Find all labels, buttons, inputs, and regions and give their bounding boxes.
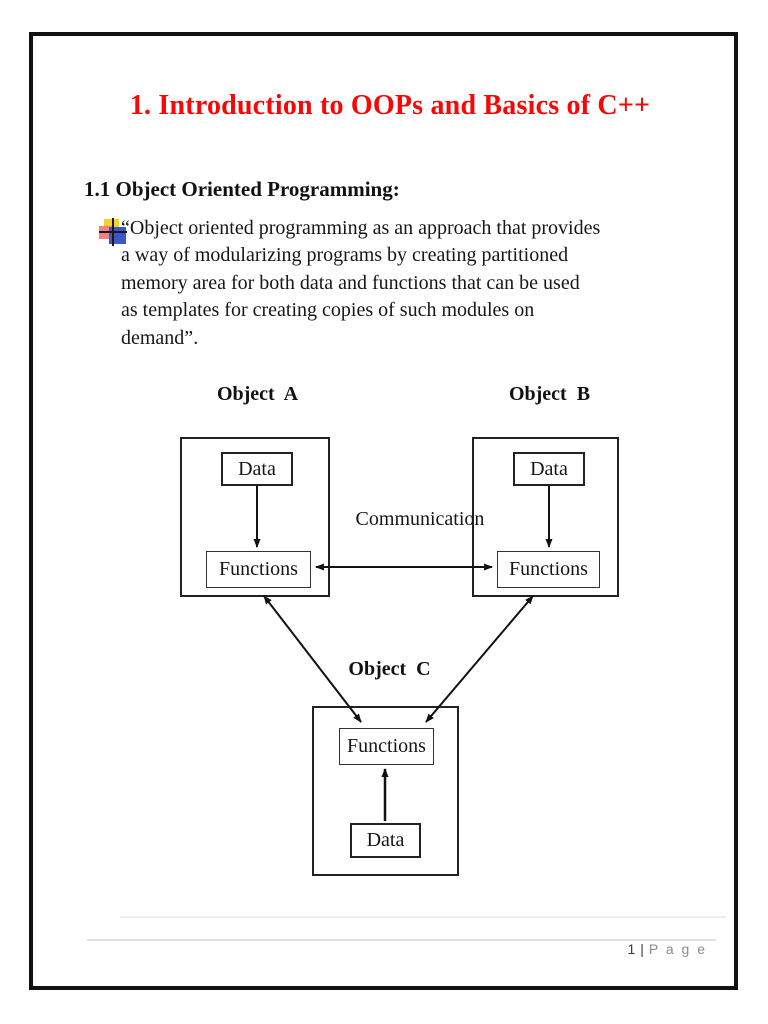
object-c-functions-box: Functions (339, 728, 434, 765)
communication-label: Communication (355, 508, 485, 530)
footer-pipe-separator: | (640, 941, 644, 957)
object-a-functions-box: Functions (206, 551, 311, 588)
bullet-cross-horizontal (99, 231, 127, 233)
object-b-functions-box: Functions (497, 551, 600, 588)
colored-plus-bullet-icon (99, 218, 127, 246)
oop-definition-paragraph: “Object oriented programming as an appro… (121, 217, 601, 349)
footer-separator-rule (87, 939, 716, 941)
object-a-data-box: Data (221, 452, 293, 486)
footer-upper-rule (120, 916, 726, 918)
section-heading: 1.1 Object Oriented Programming: (84, 177, 400, 201)
object-c-data-box: Data (350, 823, 421, 858)
object-a-label: Object A (216, 383, 299, 405)
object-b-data-box: Data (513, 452, 585, 486)
document-title: 1. Introduction to OOPs and Basics of C+… (129, 90, 651, 121)
object-c-label: Object C (348, 658, 431, 680)
footer-page-word: P a g e (648, 941, 707, 957)
page-number: 1 (627, 941, 636, 957)
page-footer: 1|P a g e (500, 941, 707, 957)
object-b-label: Object B (508, 383, 591, 405)
